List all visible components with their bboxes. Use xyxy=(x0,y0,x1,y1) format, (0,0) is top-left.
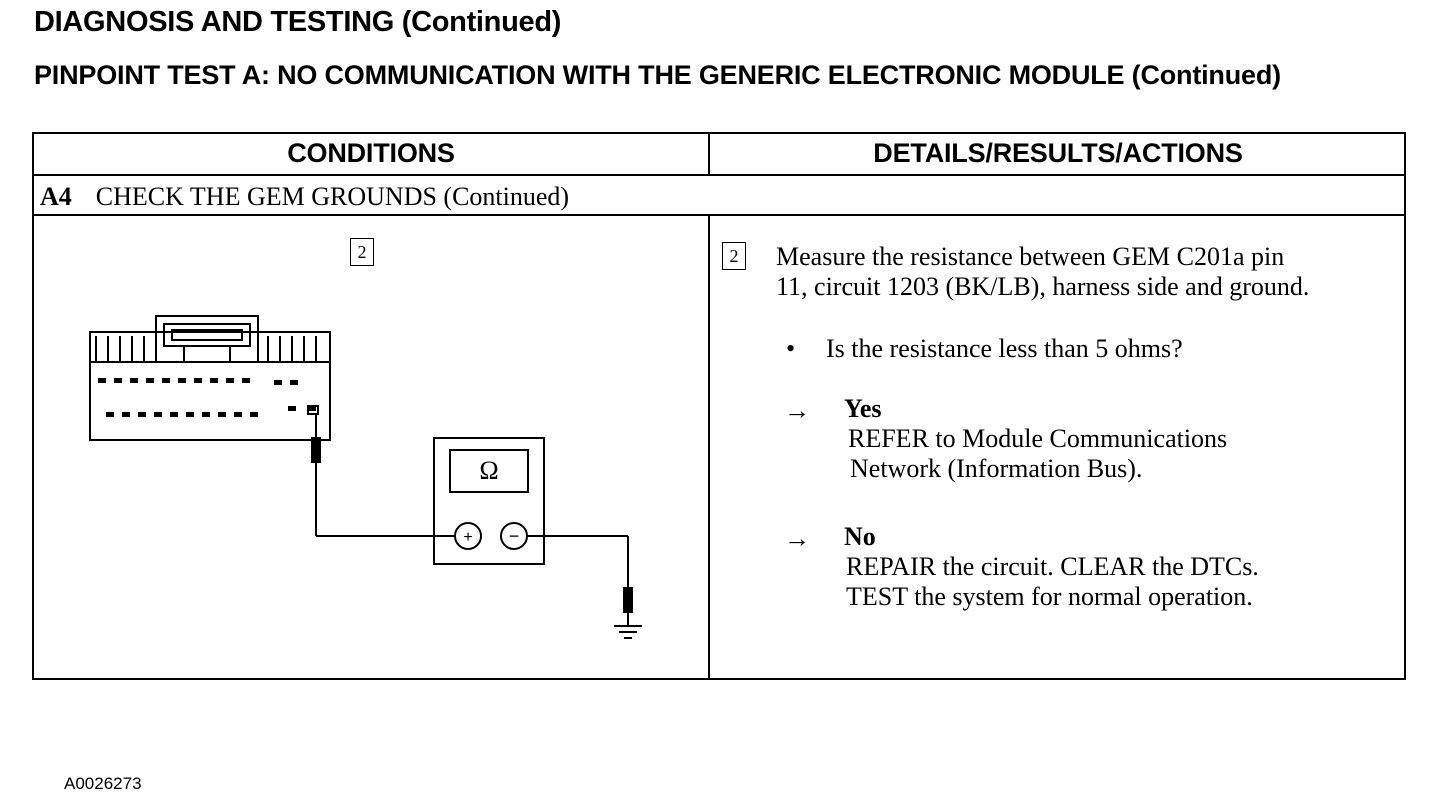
ohmmeter-icon xyxy=(433,437,545,565)
minus-terminal: − xyxy=(509,526,520,546)
page-title: DIAGNOSIS AND TESTING (Continued) xyxy=(34,6,562,38)
no-action-2: TEST the system for normal operation. xyxy=(846,582,1253,611)
step-title: CHECK THE GEM GROUNDS (Continued) xyxy=(95,182,570,211)
connector-icon xyxy=(89,315,331,441)
pinpoint-table: CONDITIONS DETAILS/RESULTS/ACTIONS A4 CHE… xyxy=(32,132,1406,793)
step-row: A4 CHECK THE GEM GROUNDS (Continued) xyxy=(40,182,569,212)
row-divider xyxy=(34,174,1404,176)
details-header: DETAILS/RESULTS/ACTIONS xyxy=(873,138,1243,168)
figure-id: A0026273 xyxy=(64,774,142,793)
condition-step-box: 2 xyxy=(350,238,374,266)
question: Is the resistance less than 5 ohms? xyxy=(826,334,1183,363)
circuit-diagram: Ω + − xyxy=(89,315,642,639)
instruction-line-1: Measure the resistance between GEM C201a… xyxy=(776,242,1285,271)
no-label: No xyxy=(844,522,876,551)
row-divider xyxy=(34,214,1404,216)
conditions-header: CONDITIONS xyxy=(287,138,455,168)
details-step-box: 2 xyxy=(722,242,746,270)
ohm-symbol: Ω xyxy=(479,456,498,485)
yes-action-2: Network (Information Bus). xyxy=(850,454,1143,483)
no-action-1: REPAIR the circuit. CLEAR the DTCs. xyxy=(846,552,1259,581)
instruction-line-2: 11, circuit 1203 (BK/LB), harness side a… xyxy=(776,272,1310,301)
test-title: PINPOINT TEST A: NO COMMUNICATION WITH T… xyxy=(34,60,1281,90)
yes-label: Yes xyxy=(844,394,882,423)
plus-terminal: + xyxy=(463,529,472,546)
step-number: A4 xyxy=(40,182,72,211)
bullet: • xyxy=(786,334,796,363)
ground-icon xyxy=(614,625,642,639)
no-arrow: → xyxy=(784,524,810,553)
yes-action-1: REFER to Module Communications xyxy=(848,424,1228,453)
column-divider xyxy=(708,216,710,680)
header-divider xyxy=(708,134,710,174)
yes-arrow: → xyxy=(784,396,810,425)
